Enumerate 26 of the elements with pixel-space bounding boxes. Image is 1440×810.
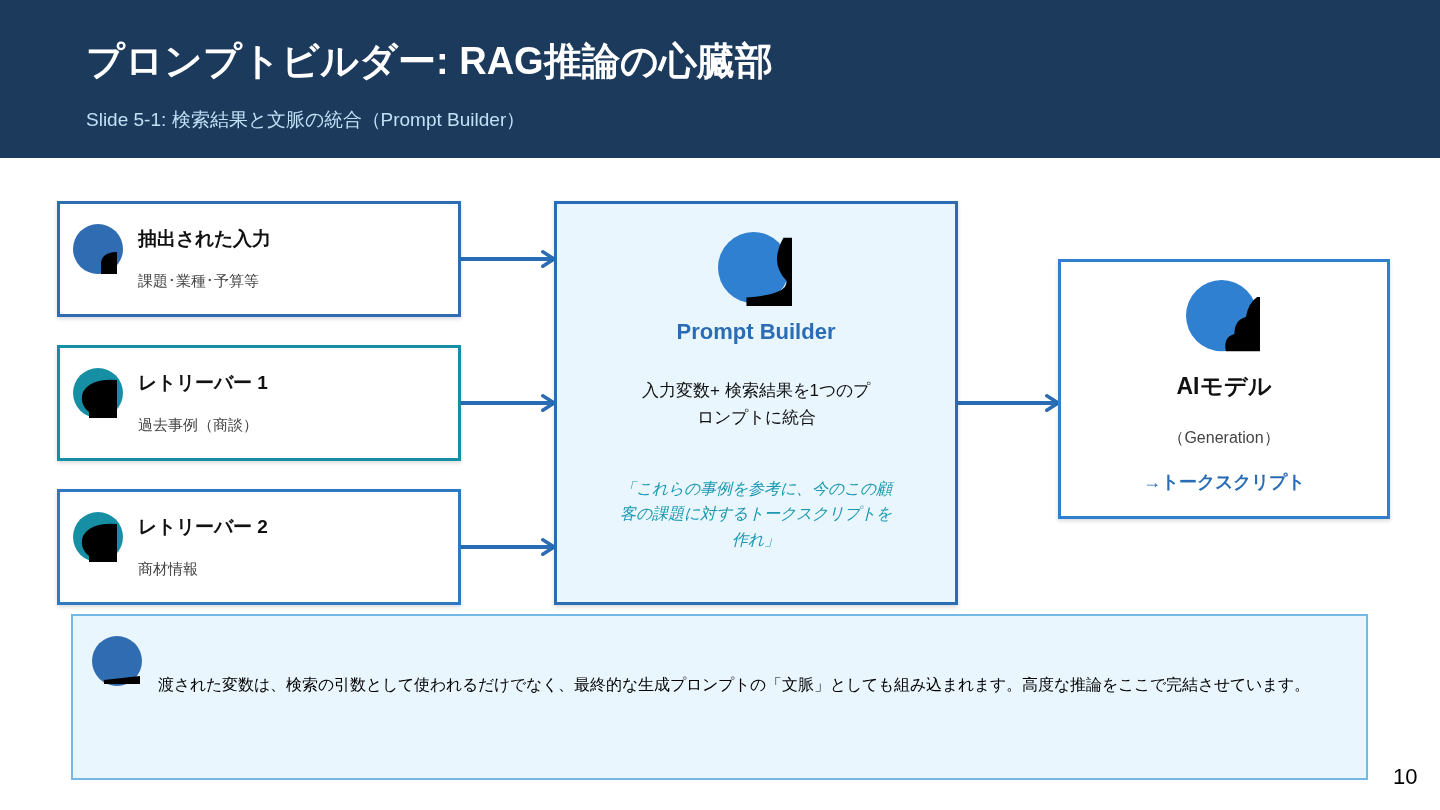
process-box	[57, 489, 461, 605]
process-box	[554, 201, 958, 605]
arrow	[459, 538, 556, 556]
example-prompt: 「これらの事例を参考に、今のこの顧客の課題に対するトークスクリプトを作れ」	[616, 475, 896, 553]
box-subtext: 商材情報	[138, 560, 198, 579]
note-panel	[71, 614, 1368, 780]
box-heading: レトリーバー 2	[138, 515, 268, 539]
arrow	[459, 250, 556, 268]
process-box	[57, 201, 461, 317]
subtitle: Slide 5-1: 検索結果と文脈の統合（Prompt Builder）	[86, 108, 526, 132]
arrow	[956, 394, 1060, 412]
box-subtext: （Generation）	[1167, 427, 1281, 448]
process-box	[57, 345, 461, 461]
box-heading: 抽出された入力	[138, 227, 271, 251]
page-number: 10	[1393, 764, 1418, 790]
note-text: 渡された変数は、検索の引数として使われるだけでなく、最終的な生成プロンプトの「文脈」としても組み込まれます。高度な推論をここで完結させています。	[158, 675, 1311, 695]
description: 入力変数+ 検索結果を1つのプロンプトに統合	[641, 380, 871, 430]
slide-title: プロンプトビルダー: RAG推論の心臓部	[86, 39, 773, 84]
output-label: →トークスクリプト	[1142, 471, 1306, 495]
arrow	[459, 394, 556, 412]
box-subtext: 過去事例（商談）	[138, 416, 258, 435]
box-subtext: 課題･業種･予算等	[138, 272, 259, 291]
box-heading: AIモデル	[1175, 372, 1273, 401]
tool-name: Prompt Builder	[675, 318, 837, 346]
box-heading: レトリーバー 1	[138, 371, 268, 395]
process-box	[1058, 259, 1390, 519]
